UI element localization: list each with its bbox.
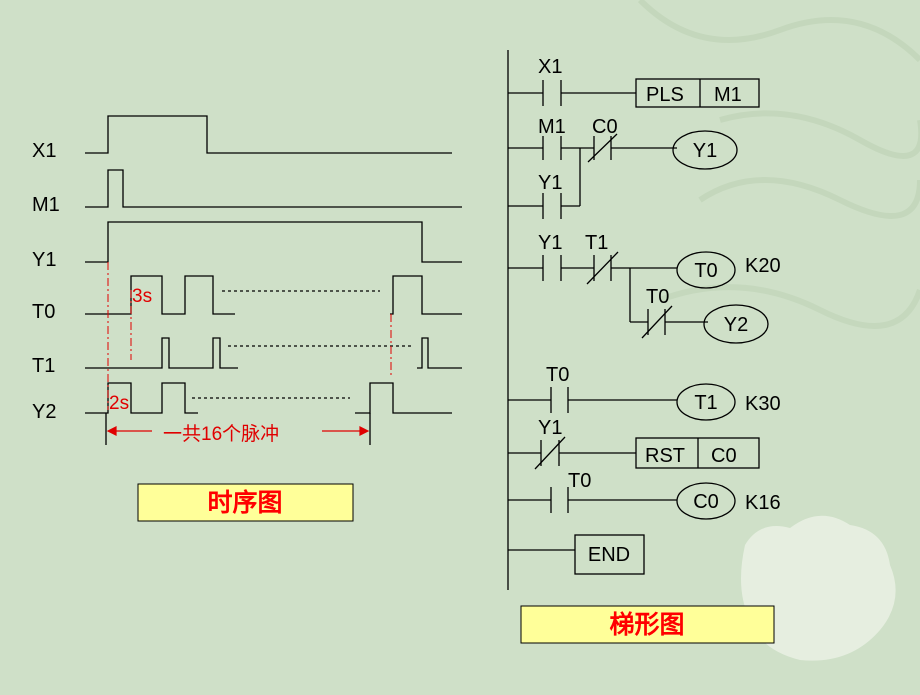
x1-waveform [85, 115, 452, 154]
m1-waveform [85, 169, 462, 208]
contact-m1-label: M1 [538, 116, 566, 138]
signal-label-x1: X1 [32, 140, 56, 162]
label-2s: 2s [109, 393, 129, 414]
ladder-diagram [507, 50, 769, 590]
end-label: END [588, 544, 630, 566]
contact-c0-label: C0 [592, 116, 618, 138]
signal-label-y2: Y2 [32, 401, 56, 423]
timing-caption: 时序图 [207, 488, 282, 517]
rst-op-label: RST [645, 445, 685, 467]
contact-t0-rung4-label: T0 [546, 364, 569, 386]
t1-waveform-start [85, 337, 238, 369]
contact-t1-label: T1 [585, 232, 608, 254]
contact-y1-rung5-label: Y1 [538, 417, 562, 439]
coil-y2 [703, 304, 769, 344]
t0-waveform-end [390, 275, 462, 315]
y2-waveform-start [85, 382, 198, 414]
contact-t0-rung6-label: T0 [568, 470, 591, 492]
arrow-left-icon [106, 426, 117, 436]
contact-y1-rung3-label: Y1 [538, 232, 562, 254]
coil-c0-label: C0 [693, 491, 719, 513]
arrow-right-icon [359, 426, 370, 436]
pulse-range-arrows [106, 426, 370, 436]
signal-label-t1: T1 [32, 355, 55, 377]
end-instruction-box [574, 534, 645, 575]
timing-caption-box [137, 483, 354, 522]
contact-c0-nc-slash [587, 133, 618, 163]
ladder-caption: 梯形图 [609, 611, 684, 639]
coil-y1-label: Y1 [693, 140, 717, 162]
dragon-ornament-icon [741, 515, 896, 661]
rst-arg-label: C0 [711, 445, 737, 467]
timing-diagram [85, 115, 462, 445]
coil-t1-label: T1 [694, 392, 717, 414]
ladder-labels: X1 PLS M1 M1 C0 Y1 Y1 Y1 T1 T0 K20 T0 Y2… [538, 56, 781, 566]
signal-label-y1: Y1 [32, 249, 56, 271]
contact-t0-branch-label: T0 [646, 286, 669, 308]
pls-arg-label: M1 [714, 84, 742, 106]
contact-t0-nc-slash [641, 305, 673, 339]
contact-x1-label: X1 [538, 56, 562, 78]
coil-y2-label: Y2 [724, 314, 748, 336]
pls-op-label: PLS [646, 84, 684, 106]
y2-waveform-end [355, 382, 452, 414]
pulse-count-note: 一共16个脉冲 [163, 423, 279, 445]
signal-label-m1: M1 [32, 194, 60, 216]
signal-labels: X1 M1 Y1 T0 T1 Y2 [32, 140, 60, 423]
pls-instruction-box [635, 78, 760, 108]
contact-y1-latch-label: Y1 [538, 172, 562, 194]
coil-t1-param: K30 [745, 393, 781, 415]
contact-t1-nc-slash [586, 251, 619, 285]
signal-label-t0: T0 [32, 301, 55, 323]
t1-waveform-end [417, 337, 462, 369]
coil-c0 [676, 482, 736, 520]
coil-t1 [676, 383, 736, 421]
coil-t0-param: K20 [745, 255, 781, 277]
ladder-caption-box [520, 605, 775, 644]
contact-y1-nc-slash [534, 436, 566, 470]
y1-waveform [85, 221, 462, 263]
coil-t0 [676, 251, 736, 289]
timing-annotations [107, 262, 392, 410]
label-3s: 3s [132, 286, 152, 307]
coil-c0-param: K16 [745, 492, 781, 514]
coil-y1 [672, 130, 738, 170]
coil-t0-label: T0 [694, 260, 717, 282]
